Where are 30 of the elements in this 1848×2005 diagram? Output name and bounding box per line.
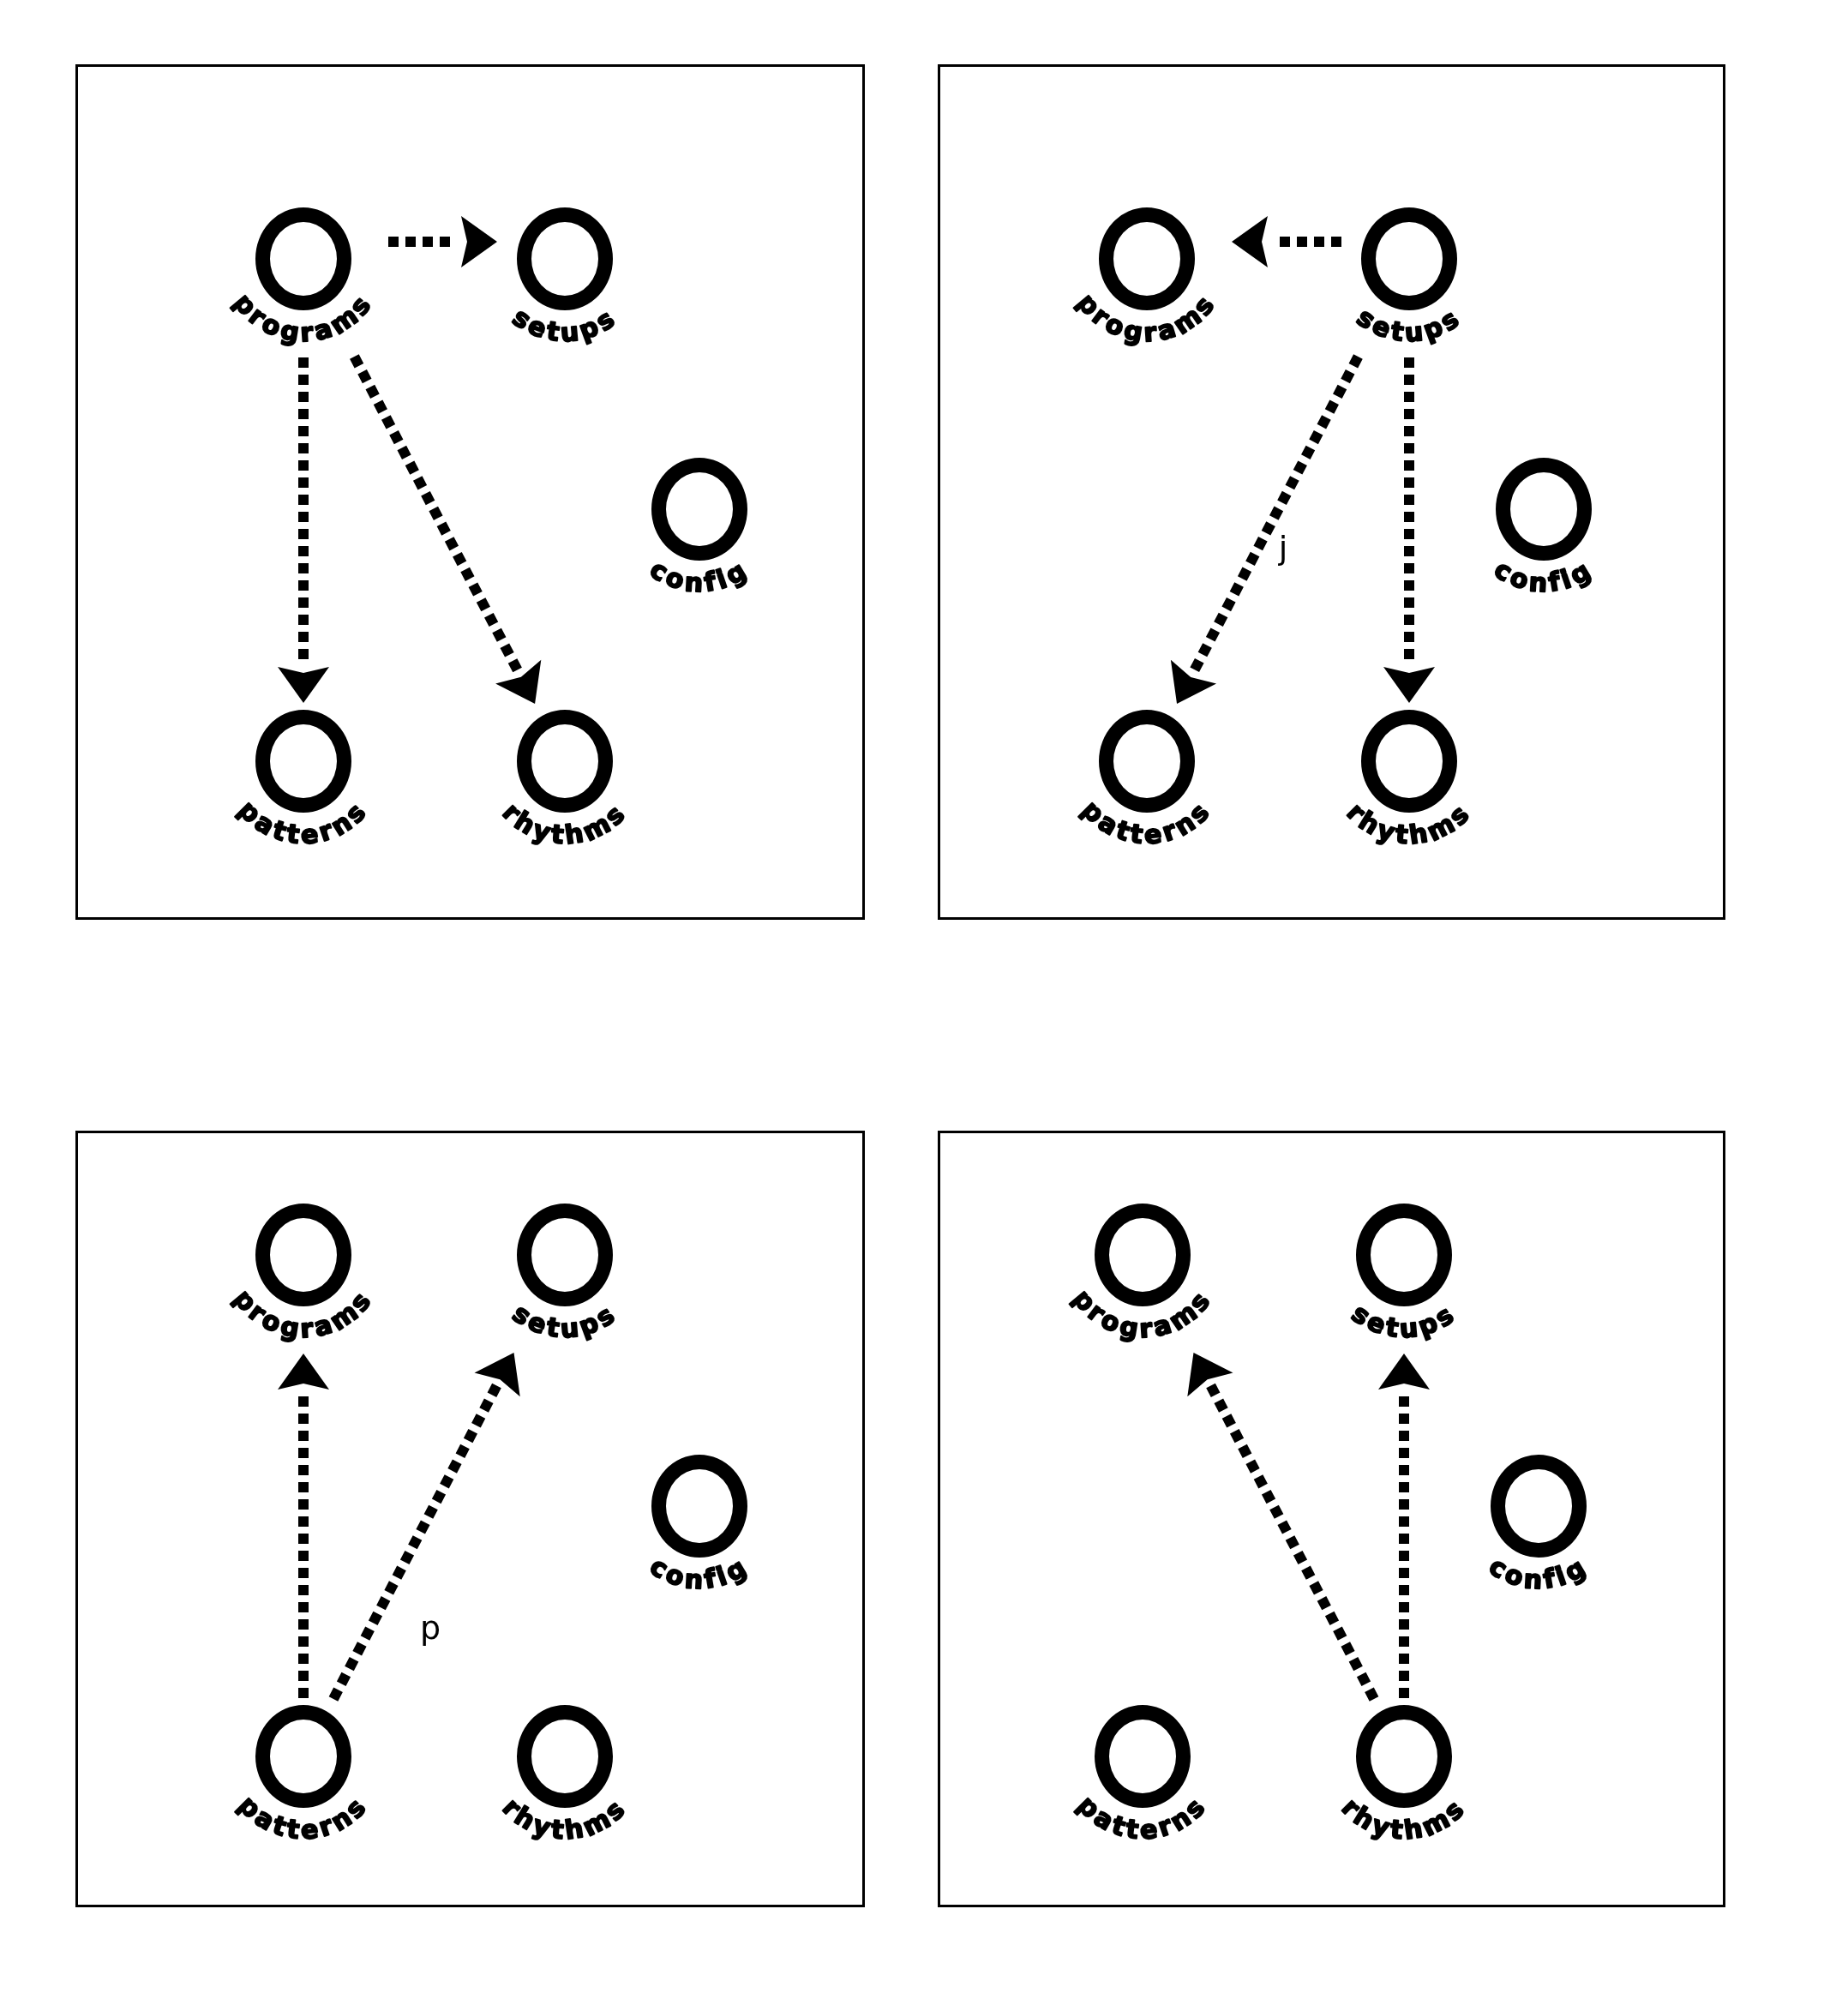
arrow bbox=[350, 354, 542, 706]
panel-frame bbox=[75, 64, 865, 920]
node-label: setups bbox=[1346, 1297, 1462, 1344]
node-label: config bbox=[1484, 1550, 1593, 1595]
arrow bbox=[1383, 357, 1435, 703]
arrow bbox=[278, 1354, 329, 1698]
panel-frame bbox=[938, 1131, 1725, 1907]
node-label: setups bbox=[507, 301, 623, 348]
arrow bbox=[1170, 354, 1363, 706]
node-label: config bbox=[645, 1550, 754, 1595]
panel-frame bbox=[938, 64, 1725, 920]
node-label: rhythms bbox=[1341, 796, 1478, 850]
node-label: rhythms bbox=[1335, 1792, 1473, 1846]
node-label: patterns bbox=[1071, 1789, 1214, 1846]
node-label: rhythms bbox=[496, 796, 633, 850]
arrow bbox=[278, 357, 329, 703]
arrow bbox=[1187, 1350, 1379, 1702]
node-label: patterns bbox=[232, 794, 375, 850]
node-label: config bbox=[1489, 553, 1599, 598]
node-label: config bbox=[645, 553, 754, 598]
node-label: rhythms bbox=[496, 1792, 633, 1846]
arrow bbox=[1378, 1354, 1430, 1698]
panel-frame bbox=[75, 1131, 865, 1907]
arrow bbox=[1232, 216, 1341, 267]
node-label: patterns bbox=[1076, 794, 1218, 850]
node-label: setups bbox=[507, 1297, 623, 1344]
node-label: patterns bbox=[232, 1789, 375, 1846]
node-label: setups bbox=[1351, 301, 1467, 348]
arrow bbox=[328, 1350, 520, 1702]
arrow bbox=[388, 216, 497, 267]
